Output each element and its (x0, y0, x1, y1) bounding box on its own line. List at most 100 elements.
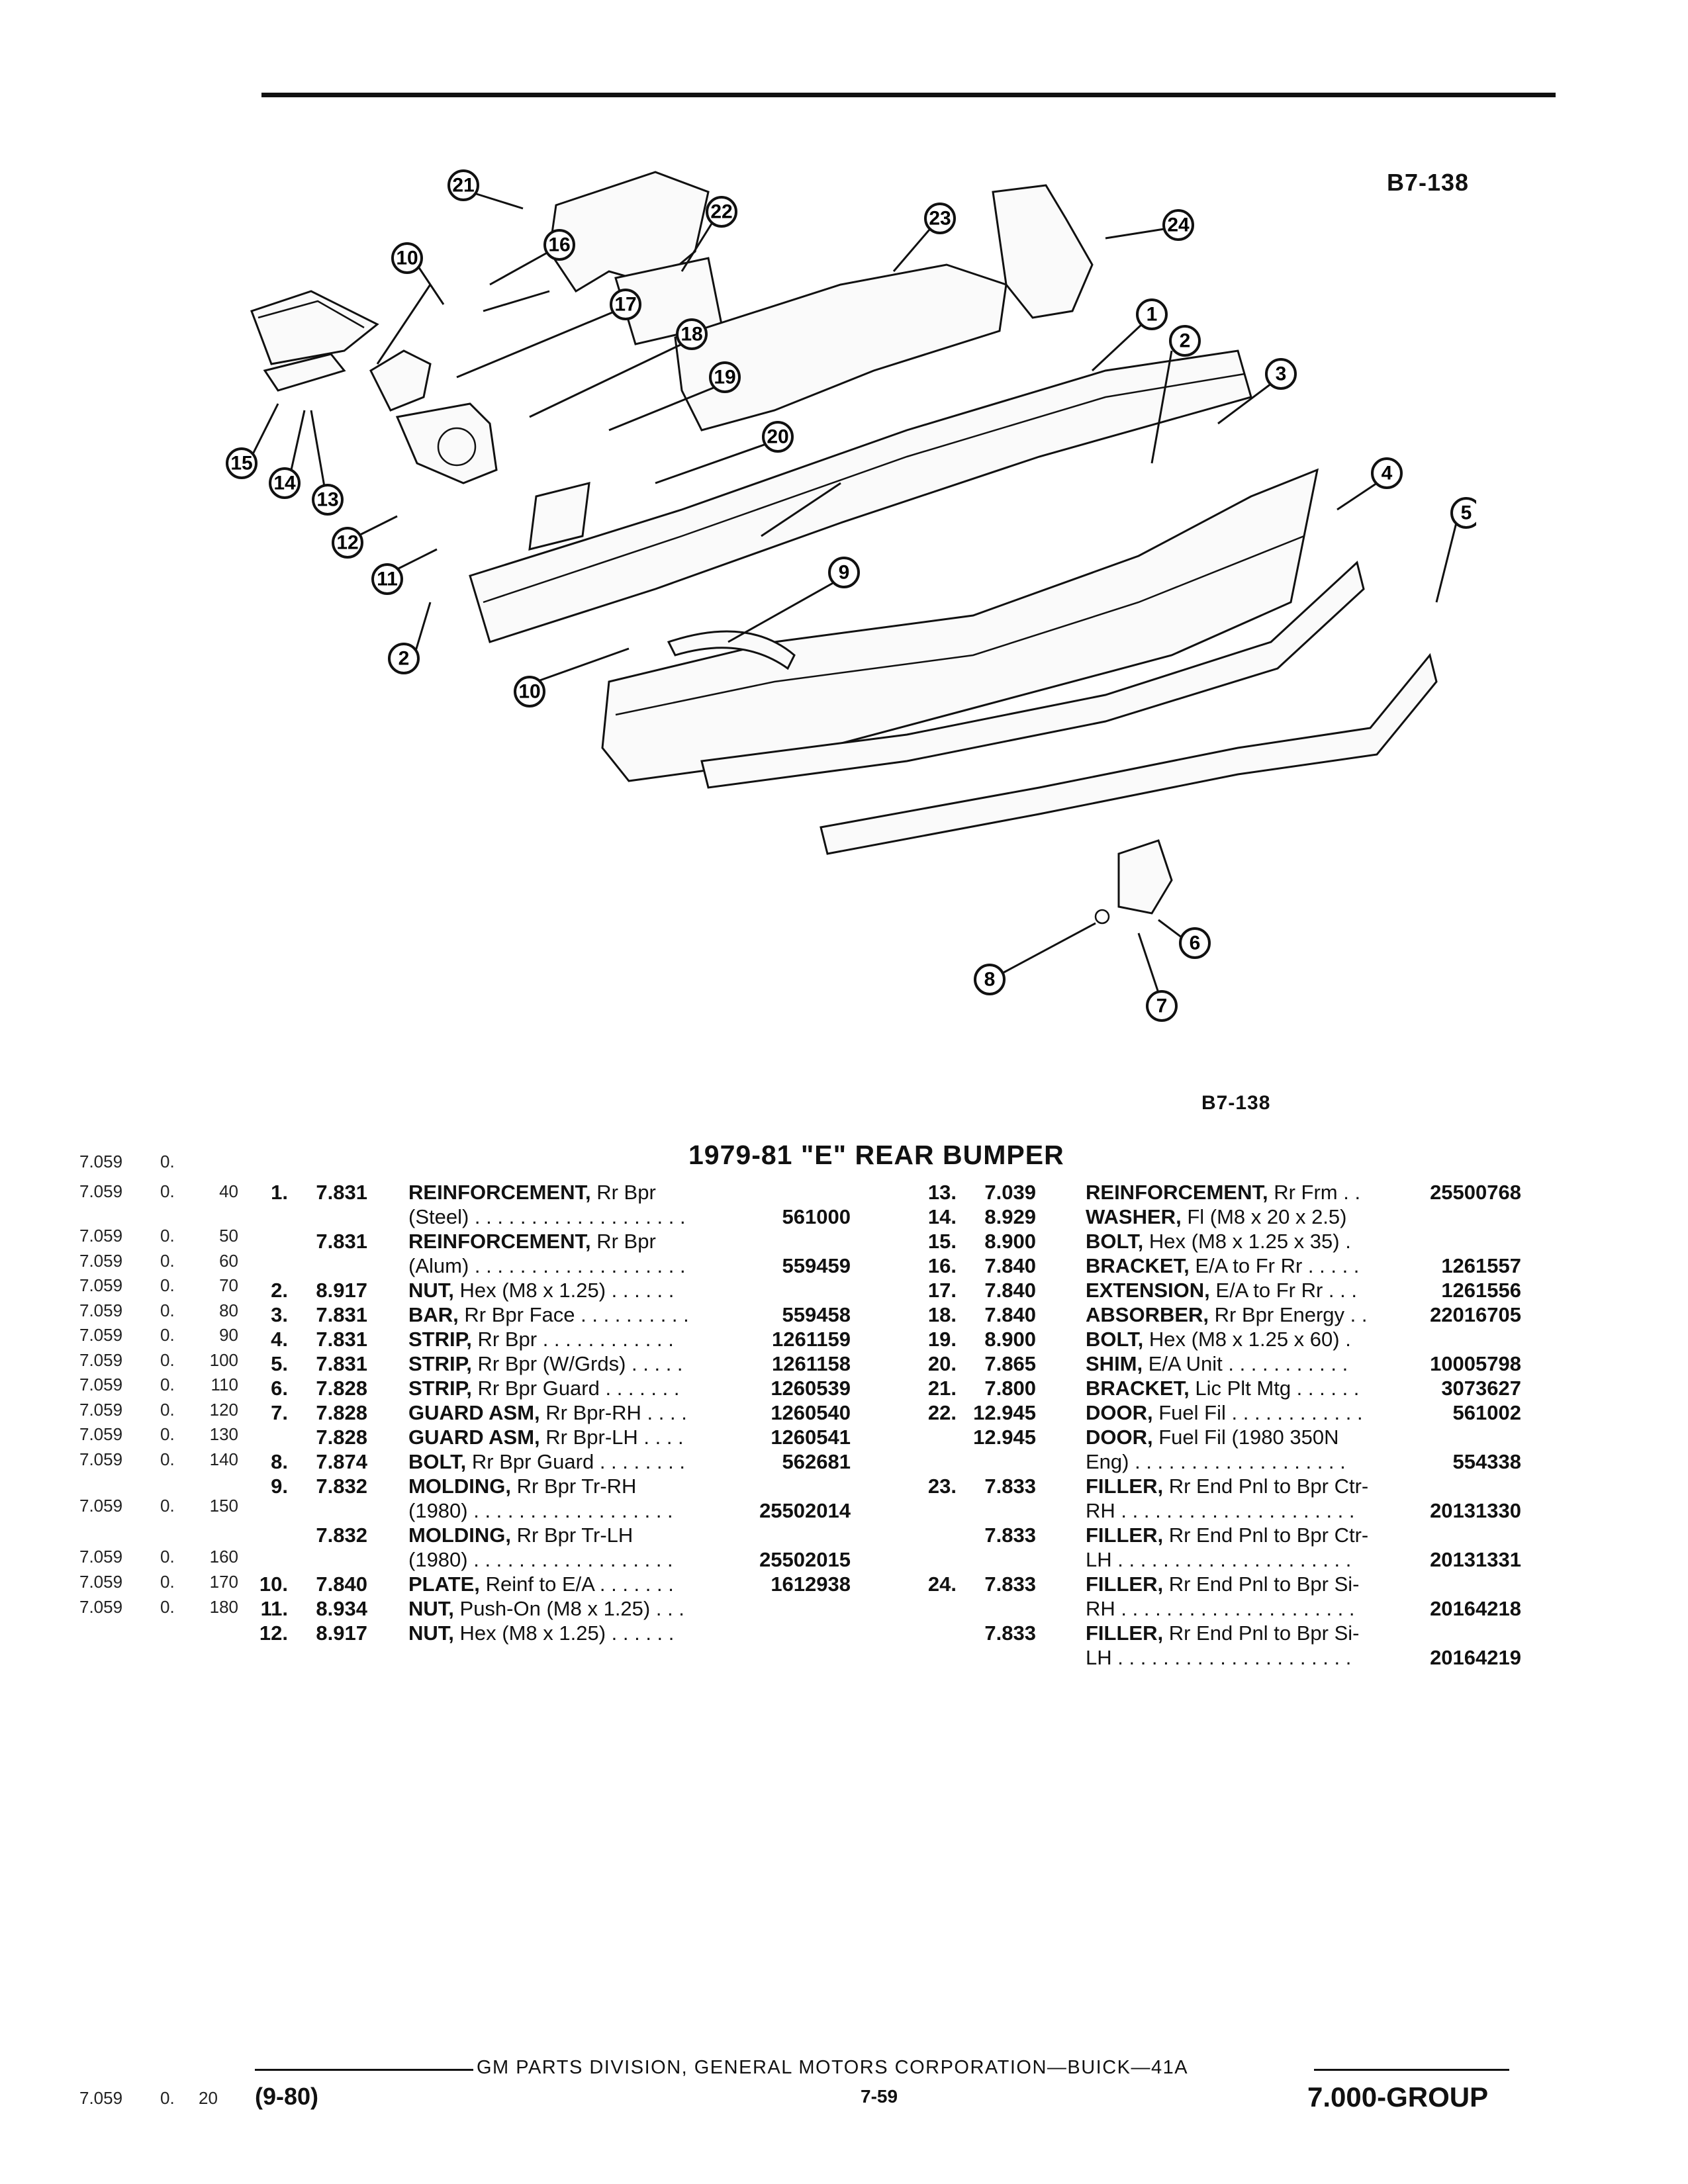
callout-6: 6 (1179, 927, 1211, 959)
part-detail: Reinf to E/A . . . . . . . (485, 1572, 674, 1596)
part-description: FILLER, Rr End Pnl to Bpr Ctr- (1086, 1523, 1368, 1547)
leader-lines (250, 191, 1458, 993)
part-description: MOLDING, Rr Bpr Tr-RH (408, 1474, 636, 1498)
part-name: REINFORCEMENT, (1086, 1181, 1268, 1204)
exploded-parts-diagram: 1 2 2 3 4 5 6 7 8 9 10 10 11 12 13 14 15… (226, 169, 1476, 1022)
ref-number: 5. (271, 1352, 288, 1375)
part-detail: Rr Bpr Guard . . . . . . . . (471, 1450, 686, 1473)
part-number: 1260540 (771, 1401, 851, 1424)
callout-22: 22 (706, 196, 737, 228)
group-number: 7.865 (984, 1352, 1036, 1375)
part-description-continued: (Alum) . . . . . . . . . . . . . . . . .… (408, 1254, 686, 1277)
part-name: BOLT, (1086, 1328, 1144, 1351)
svg-text:10: 10 (396, 248, 418, 269)
part-description-continued: Eng) . . . . . . . . . . . . . . . . . .… (1086, 1450, 1346, 1473)
callout-8: 8 (974, 964, 1006, 995)
group-number: 7.831 (316, 1328, 367, 1351)
part-detail: Rr Bpr-RH . . . . (545, 1401, 687, 1424)
part-description-continued: RH . . . . . . . . . . . . . . . . . . .… (1086, 1597, 1355, 1620)
footer-rule-right (1314, 2069, 1509, 2071)
footer-date: (9-80) (255, 2083, 319, 2110)
svg-text:13: 13 (316, 489, 338, 511)
svg-text:14: 14 (273, 473, 296, 494)
callout-12: 12 (332, 527, 363, 559)
group-number: 7.828 (316, 1426, 367, 1449)
svg-text:2: 2 (1180, 330, 1191, 352)
ref-number: 2. (271, 1279, 288, 1302)
part-name: REINFORCEMENT, (408, 1181, 591, 1204)
group-number: 12.945 (973, 1426, 1036, 1449)
part-detail: Hex (M8 x 1.25) . . . . . . (459, 1621, 675, 1645)
part-name: WASHER, (1086, 1205, 1182, 1228)
part-number: 554338 (1452, 1450, 1521, 1473)
part-detail: Hex (M8 x 1.25 x 35) . (1149, 1230, 1351, 1253)
part-name: NUT, (408, 1621, 454, 1645)
group-number: 7.840 (984, 1279, 1036, 1302)
ref-number: 6. (271, 1377, 288, 1400)
group-number: 7.833 (984, 1572, 1036, 1596)
part-number: 1612938 (771, 1572, 851, 1596)
part-name: BAR, (408, 1303, 459, 1326)
part-description: FILLER, Rr End Pnl to Bpr Si- (1086, 1572, 1359, 1596)
callout-15: 15 (226, 447, 258, 479)
ref-number: 16. (927, 1254, 957, 1277)
svg-text:12: 12 (336, 532, 358, 554)
part-detail: Rr Bpr Guard . . . . . . . (477, 1377, 680, 1400)
part-name: EXTENSION, (1086, 1279, 1210, 1302)
callout-2: 2 (1169, 325, 1201, 357)
callout-21: 21 (447, 169, 479, 201)
part-description: WASHER, Fl (M8 x 20 x 2.5) (1086, 1205, 1347, 1229)
callout-4: 4 (1371, 457, 1403, 489)
part-number: 20164219 (1430, 1646, 1521, 1669)
part-name: DOOR, (1086, 1401, 1153, 1424)
group-number: 7.840 (984, 1303, 1036, 1326)
part-name: FILLER, (1086, 1524, 1164, 1547)
svg-text:22: 22 (710, 201, 732, 223)
part-number: 22016705 (1430, 1303, 1521, 1326)
part-description-continued: LH . . . . . . . . . . . . . . . . . . .… (1086, 1646, 1352, 1669)
callout-24: 24 (1162, 209, 1194, 241)
ref-number: 1. (271, 1181, 288, 1204)
part-description: REINFORCEMENT, Rr Bpr (408, 1180, 656, 1205)
part-description-continued: LH . . . . . . . . . . . . . . . . . . .… (1086, 1548, 1352, 1571)
svg-text:7: 7 (1156, 995, 1168, 1017)
part-description: ABSORBER, Rr Bpr Energy . . (1086, 1302, 1368, 1327)
part-description: SHIM, E/A Unit . . . . . . . . . . . (1086, 1351, 1348, 1376)
part-description: REINFORCEMENT, Rr Bpr (408, 1229, 656, 1253)
part-description: BAR, Rr Bpr Face . . . . . . . . . . (408, 1302, 689, 1327)
part-number: 1260539 (771, 1377, 851, 1400)
part-detail: Rr Bpr Tr-LH (516, 1524, 633, 1547)
ref-number: 22. (927, 1401, 957, 1424)
svg-text:11: 11 (377, 569, 398, 590)
group-number: 8.900 (984, 1328, 1036, 1351)
part-number: 10005798 (1430, 1352, 1521, 1375)
part-number: 20131331 (1430, 1548, 1521, 1571)
part-detail: E/A Unit . . . . . . . . . . . (1148, 1352, 1348, 1375)
part-name: GUARD ASM, (408, 1426, 540, 1449)
part-name: PLATE, (408, 1572, 480, 1596)
ref-number: 17. (927, 1279, 957, 1302)
part-detail: Rr Bpr-LH . . . . (545, 1426, 684, 1449)
part-number: 25502015 (759, 1548, 851, 1571)
ref-number: 20. (927, 1352, 957, 1375)
group-number: 7.833 (984, 1524, 1036, 1547)
svg-text:23: 23 (929, 208, 951, 230)
part-detail: Rr Frm . . (1274, 1181, 1361, 1204)
part-name: STRIP, (408, 1352, 472, 1375)
part-name: FILLER, (1086, 1572, 1164, 1596)
callout-14: 14 (269, 467, 301, 499)
group-number: 12.945 (973, 1401, 1036, 1424)
svg-text:10: 10 (518, 681, 540, 703)
part-name: MOLDING, (408, 1475, 511, 1498)
part-name: BOLT, (1086, 1230, 1144, 1253)
part-name: BOLT, (408, 1450, 467, 1473)
ref-number: 13. (927, 1181, 957, 1204)
footer-rule-left (255, 2069, 473, 2071)
svg-text:24: 24 (1167, 214, 1190, 236)
part-description: STRIP, Rr Bpr Guard . . . . . . . (408, 1376, 679, 1400)
part-detail: Fl (M8 x 20 x 2.5) (1187, 1205, 1347, 1228)
part-detail: Rr End Pnl to Bpr Ctr- (1168, 1524, 1369, 1547)
group-number: 7.833 (984, 1475, 1036, 1498)
part-name: DOOR, (1086, 1426, 1153, 1449)
